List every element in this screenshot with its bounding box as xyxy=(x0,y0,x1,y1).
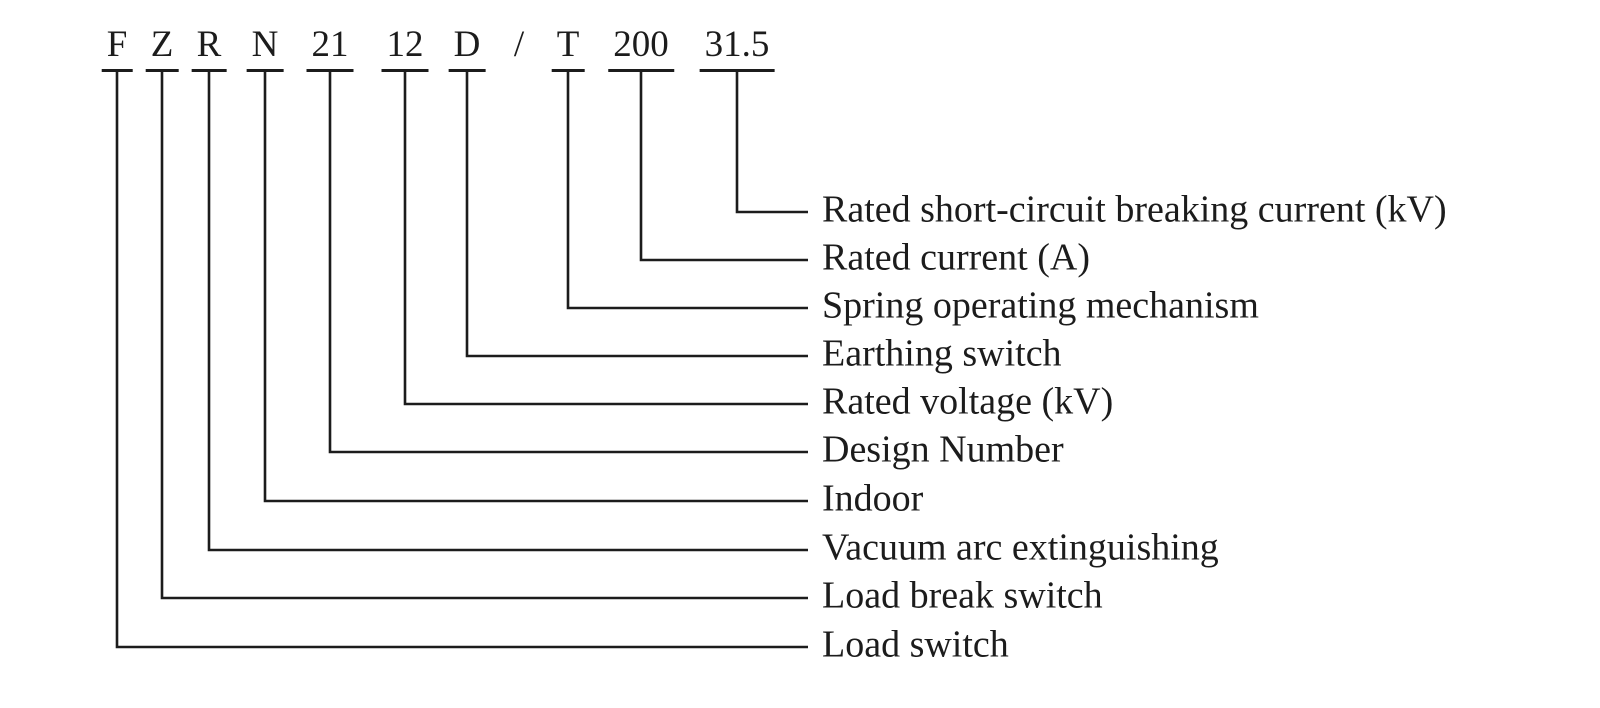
code-segment-T: T xyxy=(551,25,585,72)
label-200: Rated current (A) xyxy=(822,236,1090,279)
label-F: Load switch xyxy=(822,623,1009,666)
label-21: Design Number xyxy=(822,428,1064,471)
connector-line-31.5 xyxy=(735,70,808,214)
code-segment-12: 12 xyxy=(381,25,429,72)
code-segment-D: D xyxy=(448,25,486,72)
label-31.5: Rated short-circuit breaking current (kV… xyxy=(822,188,1447,231)
connector-line-T xyxy=(566,70,808,310)
connector-line-R xyxy=(207,70,808,552)
connector-line-21 xyxy=(328,70,808,454)
connector-line-200 xyxy=(639,70,808,262)
connector-line-D xyxy=(465,70,808,358)
code-segment-Z: Z xyxy=(145,25,179,72)
code-separator-slash: / xyxy=(513,24,525,65)
label-12: Rated voltage (kV) xyxy=(822,380,1114,423)
code-segment-F: F xyxy=(101,25,133,72)
code-segment-R: R xyxy=(191,25,227,72)
label-Z: Load break switch xyxy=(822,574,1103,617)
connector-line-12 xyxy=(403,70,808,406)
label-N: Indoor xyxy=(822,477,924,520)
code-segment-21: 21 xyxy=(306,25,354,72)
code-segment-N: N xyxy=(246,25,284,72)
label-R: Vacuum arc extinguishing xyxy=(822,526,1219,569)
label-D: Earthing switch xyxy=(822,332,1062,375)
label-T: Spring operating mechanism xyxy=(822,284,1259,327)
code-segment-200: 200 xyxy=(608,25,674,72)
code-segment-31.5: 31.5 xyxy=(699,25,775,72)
connector-line-Z xyxy=(160,70,808,600)
connector-line-F xyxy=(115,70,808,649)
connector-line-N xyxy=(263,70,808,503)
